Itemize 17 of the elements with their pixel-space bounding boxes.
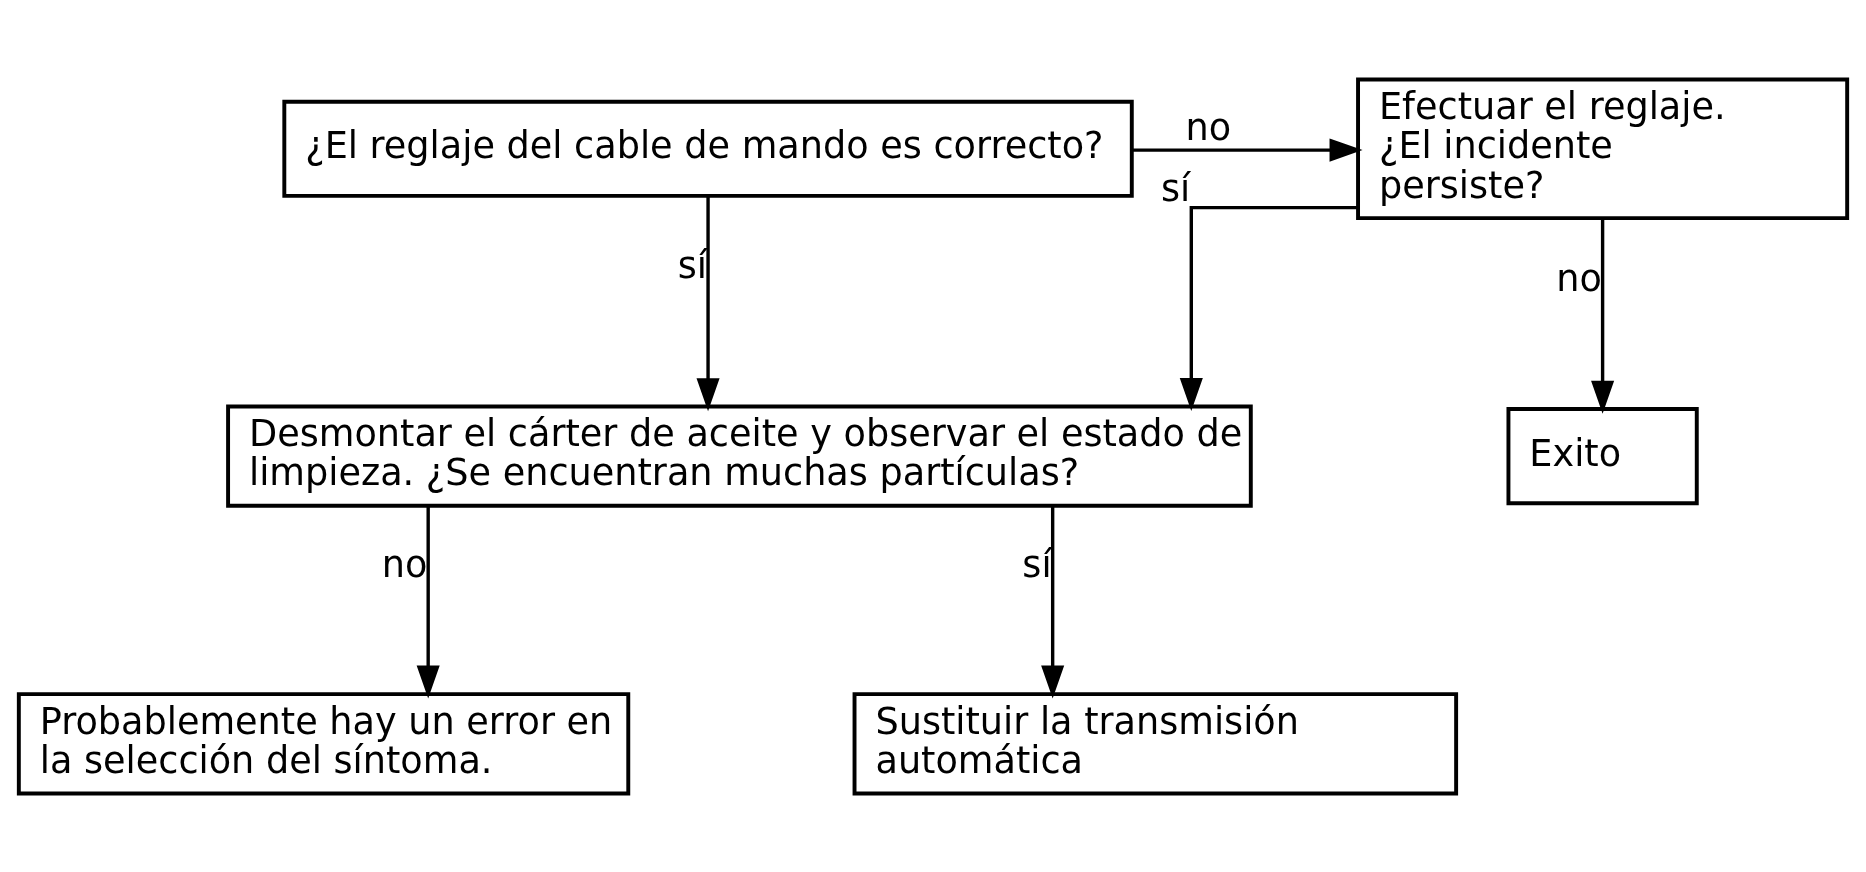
node-box: Efectuar el reglaje. ¿El incidente persiste? bbox=[1356, 77, 1850, 220]
arrow bbox=[696, 195, 720, 411]
edge-label: no bbox=[381, 542, 428, 586]
node-box: Desmontar el cárter de aceite y observar el estado de limpieza. ¿Se encuentran muchas partículas? bbox=[226, 403, 1253, 508]
arrow bbox=[1132, 138, 1363, 162]
edge-label: sí bbox=[1160, 166, 1191, 210]
arrow bbox=[1591, 218, 1615, 414]
arrow bbox=[1179, 205, 1358, 411]
node-box: Sustituir la transmisión automática bbox=[852, 691, 1459, 795]
arrow bbox=[416, 505, 440, 698]
node-box: Probablemente hay un error en la selección del síntoma. bbox=[16, 691, 631, 795]
node-box: Exito bbox=[1506, 406, 1699, 505]
edge-label: no bbox=[1556, 256, 1602, 300]
node-box: ¿El reglaje del cable de mando es correcto? bbox=[282, 99, 1134, 198]
edge-label: no bbox=[1185, 105, 1232, 149]
arrow bbox=[1041, 505, 1065, 698]
edge-label: sí bbox=[1022, 542, 1052, 586]
